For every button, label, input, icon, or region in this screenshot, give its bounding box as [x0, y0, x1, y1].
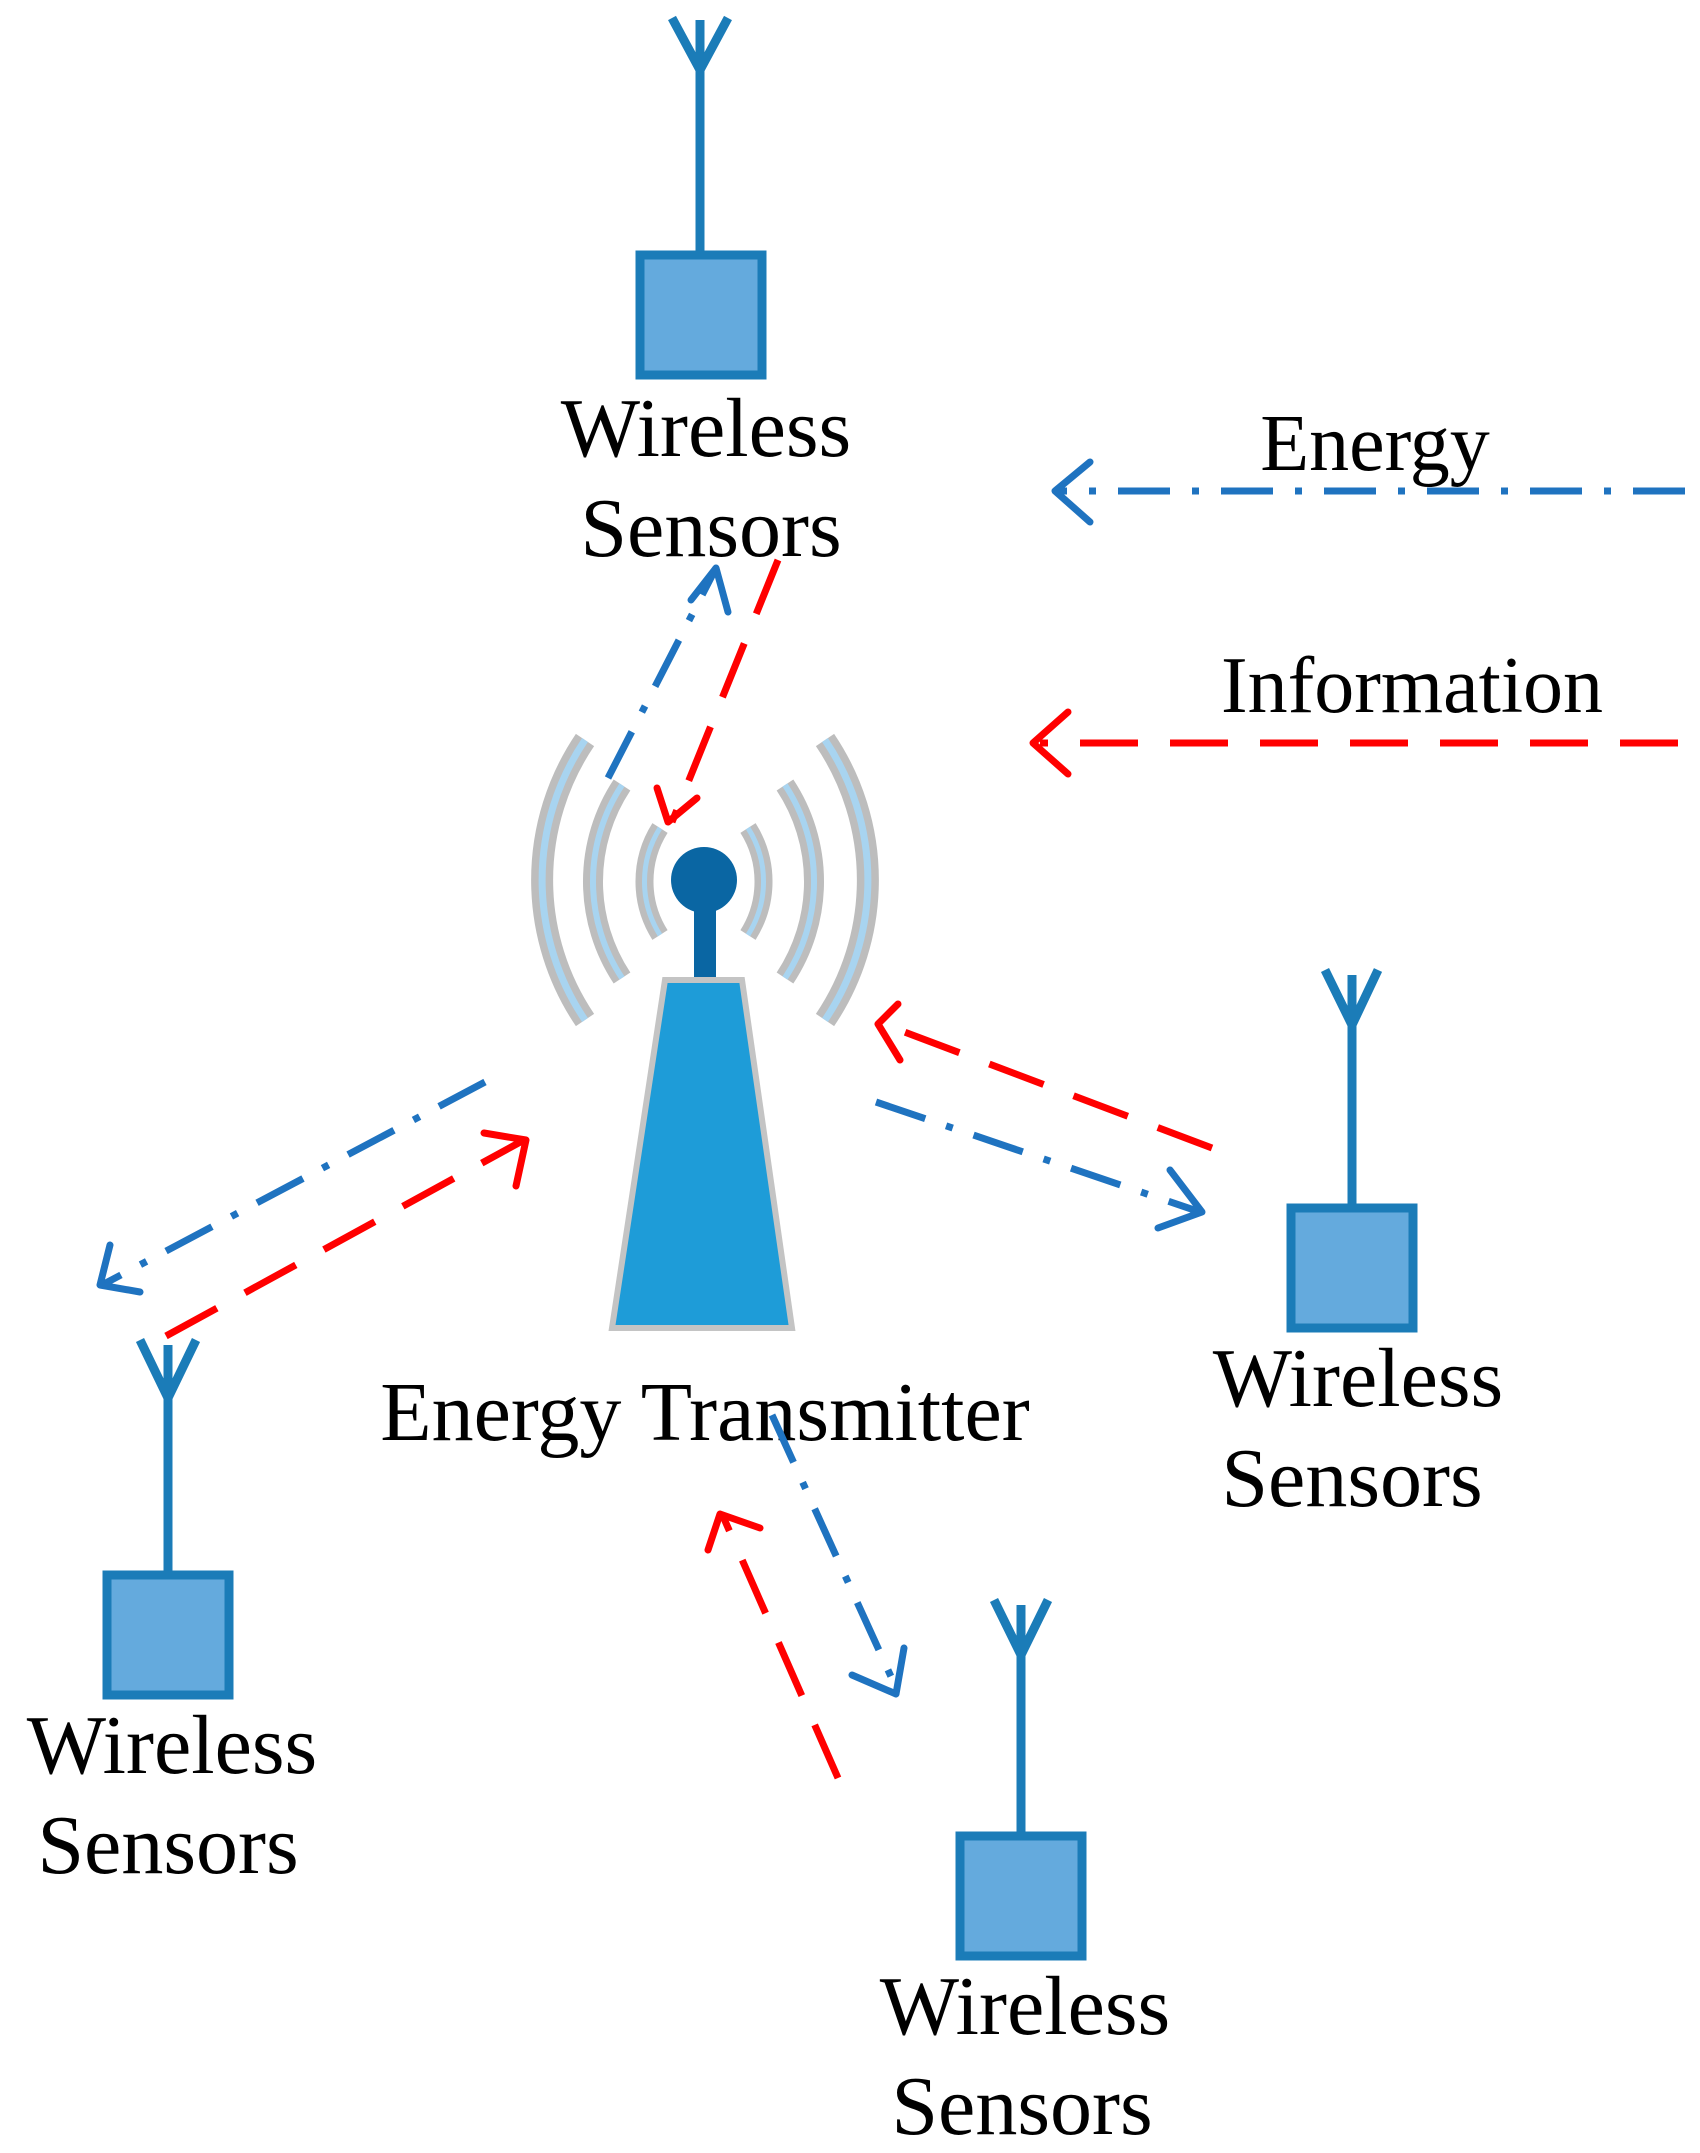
legend-information-label: Information: [1221, 642, 1603, 730]
energy-line-swatch: [1051, 458, 1685, 526]
legend-energy: Energy: [1051, 400, 1685, 526]
antenna-node-icon: [1286, 968, 1418, 1333]
sensor-label-line2: Sensors: [37, 1799, 298, 1892]
antenna-node-icon: [955, 1598, 1087, 1961]
energy-arrow-to-top-sensor: [604, 564, 732, 780]
signal-wave-left-middle-inner: [590, 783, 625, 980]
information-arrow-from-right-sensor: [874, 1000, 1214, 1152]
signal-wave-left-inner-inner: [641, 826, 663, 937]
information-line-swatch: [1029, 708, 1678, 778]
information-arrow-from-top-sensor: [653, 558, 782, 826]
sensor-label-line1: Wireless: [880, 1960, 1171, 2053]
legend-information: Information: [1029, 642, 1678, 778]
tower-mast: [694, 900, 716, 980]
energy-arrow-to-left-sensor: [96, 1078, 487, 1296]
sensor-label-line2: Sensors: [1221, 1432, 1482, 1525]
tower-body: [608, 977, 796, 1331]
antenna-node-icon: [635, 15, 767, 380]
energy-arrow-to-right-sensor: [874, 1098, 1206, 1232]
energy-arrow-to-bottom-sensor: [768, 1413, 908, 1698]
sensor-node-left: Wireless Sensors: [27, 1338, 318, 1892]
sensor-label-line2: Sensors: [580, 482, 841, 575]
signal-wave-right-outer-inner: [822, 738, 872, 1022]
sensor-node-bottom: Wireless Sensors: [880, 1598, 1171, 2153]
antenna-node-icon: [102, 1338, 234, 1700]
information-arrow-from-bottom-sensor: [704, 1510, 842, 1780]
radio-tower-icon: [531, 733, 879, 1331]
information-arrow-from-left-sensor: [164, 1129, 530, 1340]
sensor-label-line1: Wireless: [561, 382, 852, 475]
legend-energy-label: Energy: [1260, 400, 1490, 488]
sensor-label-line1: Wireless: [27, 1699, 318, 1792]
tower-head: [671, 847, 737, 913]
sensor-node-right: Wireless Sensors: [1213, 968, 1504, 1525]
signal-wave-right-middle-inner: [782, 783, 817, 980]
signal-wave-left-outer-inner: [538, 738, 588, 1022]
sensor-label-line1: Wireless: [1213, 1332, 1504, 1425]
sensor-label-line2: Sensors: [891, 2060, 1152, 2153]
sensor-node-top: Wireless Sensors: [561, 15, 852, 575]
legend: Energy Information: [1029, 400, 1685, 778]
transmitter-label: Energy Transmitter: [380, 1366, 1029, 1459]
signal-wave-right-inner-inner: [745, 826, 767, 937]
signal-waves: [531, 733, 879, 1027]
